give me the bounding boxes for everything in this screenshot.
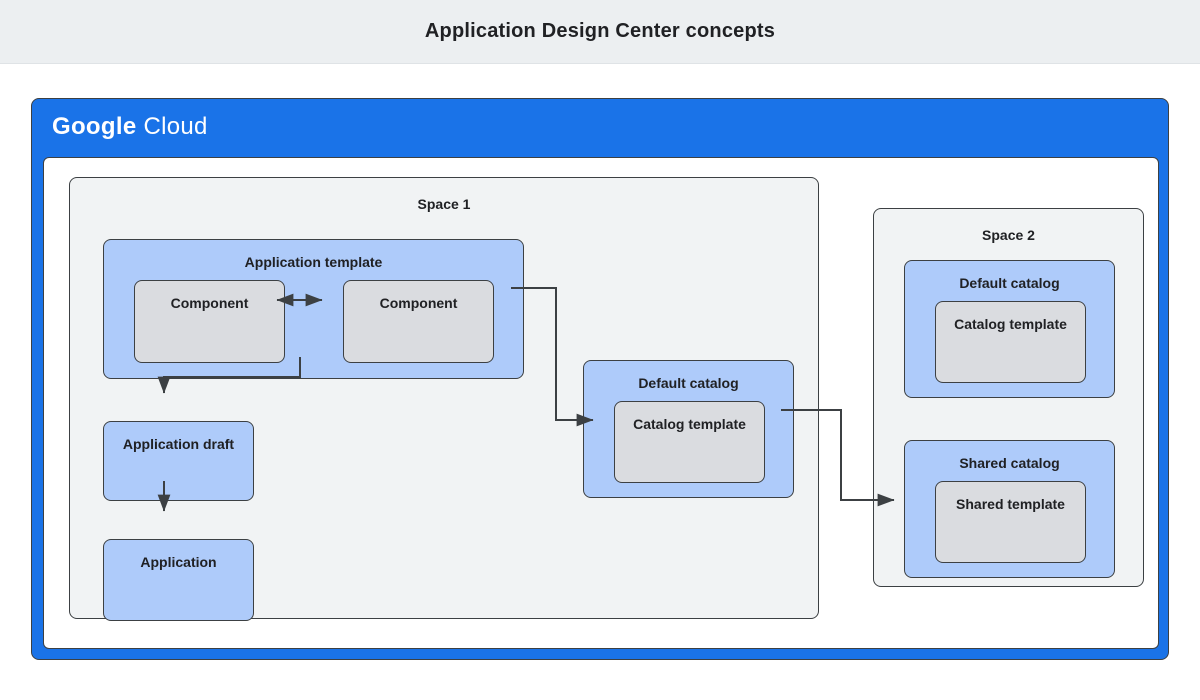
google-cloud-logo-cloud: Cloud bbox=[143, 113, 208, 140]
application-draft-label: Application draft bbox=[122, 436, 235, 452]
space-1-catalog-template-label: Catalog template bbox=[633, 416, 746, 432]
shared-catalog-box[interactable]: Shared catalog Shared template bbox=[904, 440, 1115, 578]
component-box-2[interactable]: Component bbox=[343, 280, 494, 363]
space-2-default-catalog-box[interactable]: Default catalog Catalog template bbox=[904, 260, 1115, 398]
google-cloud-logo-google: Google bbox=[52, 113, 137, 140]
component-2-label: Component bbox=[379, 295, 458, 311]
space-1-catalog-template-box[interactable]: Catalog template bbox=[614, 401, 765, 483]
page-title: Application Design Center concepts bbox=[424, 20, 776, 42]
application-box[interactable]: Application bbox=[103, 539, 254, 621]
space-1-default-catalog-box[interactable]: Default catalog Catalog template bbox=[583, 360, 794, 498]
application-label: Application bbox=[140, 554, 217, 570]
space-1-default-catalog-label: Default catalog bbox=[638, 375, 739, 391]
space-2-default-catalog-label: Default catalog bbox=[959, 275, 1060, 291]
space-2-catalog-template-box[interactable]: Catalog template bbox=[935, 301, 1086, 383]
space-2-catalog-template-label: Catalog template bbox=[954, 316, 1067, 332]
component-box-1[interactable]: Component bbox=[134, 280, 285, 363]
space-1-label: Space 1 bbox=[417, 196, 471, 212]
google-cloud-inner-canvas: Space 1 Application template Component C… bbox=[43, 157, 1159, 649]
space-2-label: Space 2 bbox=[982, 227, 1035, 243]
shared-template-label: Shared template bbox=[956, 496, 1065, 512]
application-template-label: Application template bbox=[244, 254, 383, 270]
application-draft-box[interactable]: Application draft bbox=[103, 421, 254, 501]
application-template-box[interactable]: Application template Component Component bbox=[103, 239, 524, 379]
space-2-container: Space 2 Default catalog Catalog template… bbox=[873, 208, 1144, 587]
shared-catalog-label: Shared catalog bbox=[959, 455, 1060, 471]
google-cloud-logo: Google Cloud bbox=[52, 113, 208, 141]
component-1-label: Component bbox=[170, 295, 249, 311]
shared-template-box[interactable]: Shared template bbox=[935, 481, 1086, 563]
google-cloud-frame: Google Cloud Space 1 Application templat… bbox=[31, 98, 1169, 660]
title-bar: Application Design Center concepts bbox=[0, 0, 1200, 64]
space-1-container: Space 1 Application template Component C… bbox=[69, 177, 819, 621]
